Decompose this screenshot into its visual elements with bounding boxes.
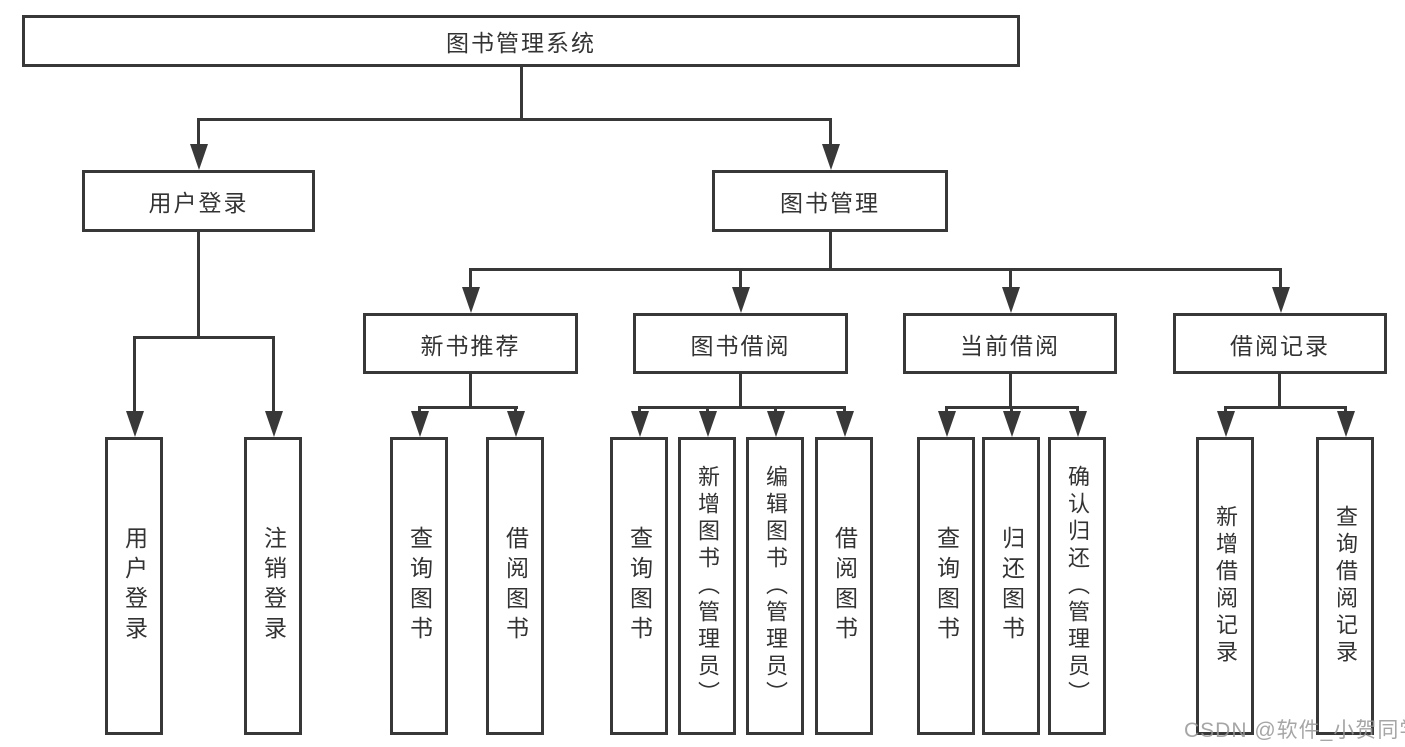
node-library-management-system: 图书管理系统 [22,15,1020,67]
leaf-edit-books-admin: 编辑图书（管理员） [746,437,804,735]
connector-arrow-down [125,336,144,437]
connector-line [1009,374,1012,409]
node-book-borrowing: 图书借阅 [633,313,848,374]
connector-arrow-down [821,118,840,170]
connector-arrow-down [1068,406,1087,437]
leaf-borrow-books-borrowing: 借阅图书 [815,437,873,735]
connector-arrow-down [731,268,750,313]
connector-line [418,406,518,409]
csdn-watermark: CSDN @软件_小贺同学 [1184,719,1405,742]
leaf-return-books: 归还图书 [982,437,1040,735]
leaf-query-borrow-record: 查询借阅记录 [1316,437,1374,735]
leaf-user-login: 用户登录 [105,437,163,735]
leaf-borrow-books-recommend: 借阅图书 [486,437,544,735]
connector-line [469,374,472,409]
node-user-login: 用户登录 [82,170,315,232]
leaf-confirm-return-admin: 确认归还（管理员） [1048,437,1106,735]
connector-line [739,374,742,409]
connector-arrow-down [189,118,208,170]
node-new-book-recommend: 新书推荐 [363,313,578,374]
connector-arrow-down [1336,406,1355,437]
connector-line [638,406,846,409]
connector-arrow-down [698,406,717,437]
connector-arrow-down [264,336,283,437]
connector-arrow-down [766,406,785,437]
connector-line [197,232,200,338]
connector-arrow-down [1001,268,1020,313]
leaf-query-books-current: 查询图书 [917,437,975,735]
connector-arrow-down [1271,268,1290,313]
connector-line [1224,406,1346,409]
connector-line [829,232,832,271]
node-book-management: 图书管理 [712,170,948,232]
leaf-logout: 注销登录 [244,437,302,735]
connector-line [520,67,523,118]
leaf-query-books-recommend: 查询图书 [390,437,448,735]
connector-arrow-down [410,406,429,437]
connector-arrow-down [835,406,854,437]
connector-line [133,336,275,339]
connector-arrow-down [506,406,525,437]
connector-arrow-down [1002,406,1021,437]
connector-line [469,268,1282,271]
connector-arrow-down [937,406,956,437]
connector-arrow-down [461,268,480,313]
connector-arrow-down [630,406,649,437]
leaf-add-books-admin: 新增图书（管理员） [678,437,736,735]
connector-line [1278,374,1281,409]
node-borrowing-records: 借阅记录 [1173,313,1387,374]
leaf-query-books-borrowing: 查询图书 [610,437,668,735]
connector-line [197,118,832,121]
node-current-borrowing: 当前借阅 [903,313,1117,374]
connector-arrow-down [1216,406,1235,437]
leaf-add-borrow-record: 新增借阅记录 [1196,437,1254,735]
